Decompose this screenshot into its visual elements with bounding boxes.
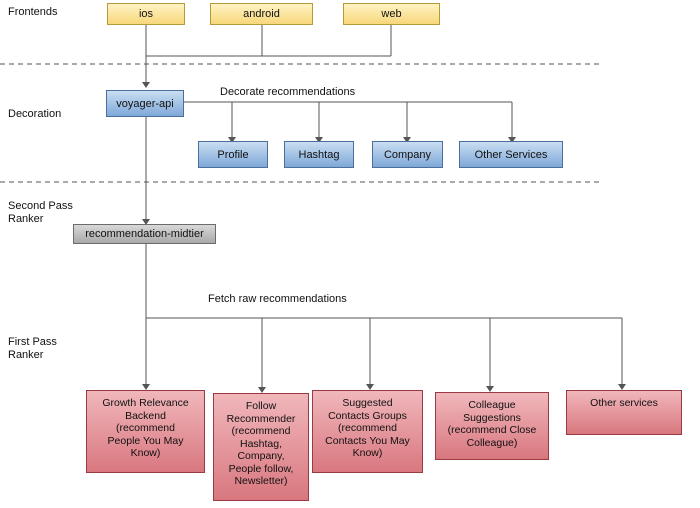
recommendation-midtier: recommendation-midtier <box>73 224 216 244</box>
voyager-api: voyager-api <box>106 90 184 117</box>
lane-label-frontends: Frontends <box>8 6 58 18</box>
fetch-raw-recommendations-label: Fetch raw recommendations <box>208 293 347 305</box>
ranker-colleague-suggestions: Colleague Suggestions (recommend Close C… <box>435 392 549 460</box>
lane-label-decoration: Decoration <box>8 108 62 120</box>
service-hashtag: Hashtag <box>284 141 354 168</box>
lane-label-second-pass: Second Pass Ranker <box>8 200 73 225</box>
ranker-other-services: Other services <box>566 390 682 435</box>
lane-label-first-pass: First Pass Ranker <box>8 336 57 361</box>
arrowhead <box>142 384 150 390</box>
service-other: Other Services <box>459 141 563 168</box>
arrowhead <box>228 137 236 143</box>
arrowhead <box>486 386 494 392</box>
decorate-recommendations-label: Decorate recommendations <box>220 86 356 98</box>
arrowhead <box>142 82 150 88</box>
arrowhead <box>366 384 374 390</box>
ranker-follow-recommender: Follow Recommender (recommend Hashtag, C… <box>213 393 309 501</box>
arrowhead <box>618 384 626 390</box>
ranker-growth-relevance: Growth Relevance Backend (recommend Peop… <box>86 390 205 473</box>
ranker-suggested-contacts: Suggested Contacts Groups (recommend Con… <box>312 390 423 473</box>
frontend-ios: ios <box>107 3 185 25</box>
arrowhead <box>403 137 411 143</box>
arrowhead <box>142 219 150 225</box>
arrowhead <box>258 387 266 393</box>
frontend-web: web <box>343 3 440 25</box>
service-company: Company <box>372 141 443 168</box>
frontend-android: android <box>210 3 313 25</box>
arrowhead <box>315 137 323 143</box>
arrowhead <box>508 137 516 143</box>
service-profile: Profile <box>198 141 268 168</box>
